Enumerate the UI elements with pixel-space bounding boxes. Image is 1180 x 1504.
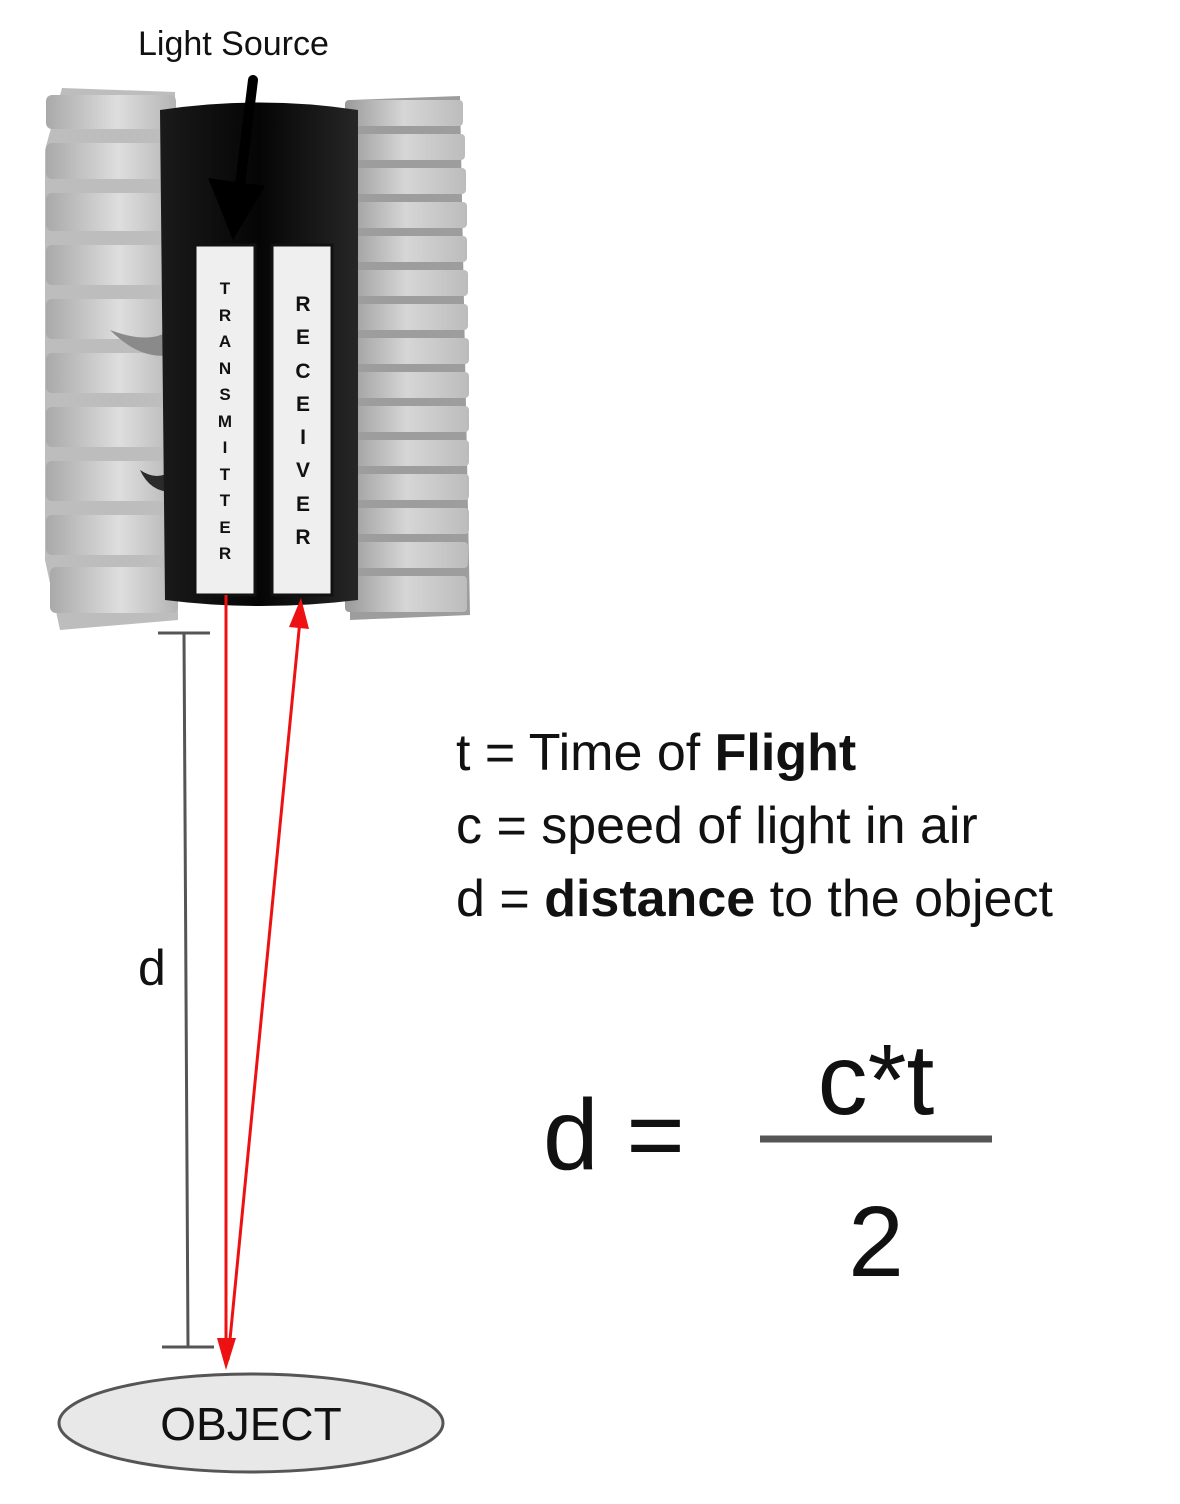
definition-d-bold: distance	[544, 870, 756, 928]
object-ellipse	[57, 1372, 445, 1474]
reflected-beam-head	[289, 598, 309, 629]
light-source-label: Light Source	[138, 25, 329, 63]
panel-letter: E	[295, 392, 310, 416]
panel-letter: R	[295, 525, 311, 549]
panel-letter: A	[218, 332, 232, 351]
panel-letter: E	[295, 326, 310, 350]
light-source-arrow	[208, 75, 265, 240]
distance-dimension	[158, 631, 214, 1349]
definition-d: d = distance to the object	[456, 873, 1053, 925]
formula-lhs: d =	[543, 1079, 685, 1191]
receiver-panel	[270, 243, 334, 597]
panel-letter: V	[295, 459, 310, 483]
panel-letter: T	[219, 491, 231, 510]
right-heatsink	[345, 96, 470, 620]
panel-letter: I	[300, 426, 306, 450]
definition-t: t = Time of Flight	[456, 727, 856, 779]
panel-letter: M	[217, 411, 233, 431]
definition-c-text: c = speed of light in air	[456, 797, 978, 855]
panel-letter: E	[295, 492, 310, 516]
panel-letter: S	[219, 385, 231, 404]
definition-t-text: t = Time of	[456, 724, 715, 782]
panel-letter: E	[219, 517, 231, 537]
left-heatsink	[45, 88, 180, 630]
panel-letter: C	[295, 359, 311, 383]
panel-letter: T	[219, 464, 231, 484]
distance-label: d	[138, 940, 166, 996]
emitted-beam-head	[217, 1338, 236, 1370]
object-label: OBJECT	[160, 1398, 341, 1450]
panel-letter: N	[218, 358, 232, 378]
panel-letter: R	[218, 305, 232, 325]
panel-letter: T	[219, 279, 231, 298]
formula-numerator: c*t	[817, 1024, 935, 1136]
transmitter-panel	[193, 243, 257, 597]
panel-letter: R	[218, 544, 232, 563]
definition-d-text: d =	[456, 870, 545, 928]
formula-denominator: 2	[848, 1186, 904, 1298]
definition-t-bold: Flight	[714, 724, 857, 782]
definition-c: c = speed of light in air	[456, 800, 978, 852]
panel-letter: I	[222, 438, 228, 457]
sensor-device	[45, 88, 470, 630]
definition-d-suffix: to the object	[755, 870, 1053, 928]
panel-letter: R	[295, 293, 311, 316]
reflected-beam	[226, 619, 302, 1361]
